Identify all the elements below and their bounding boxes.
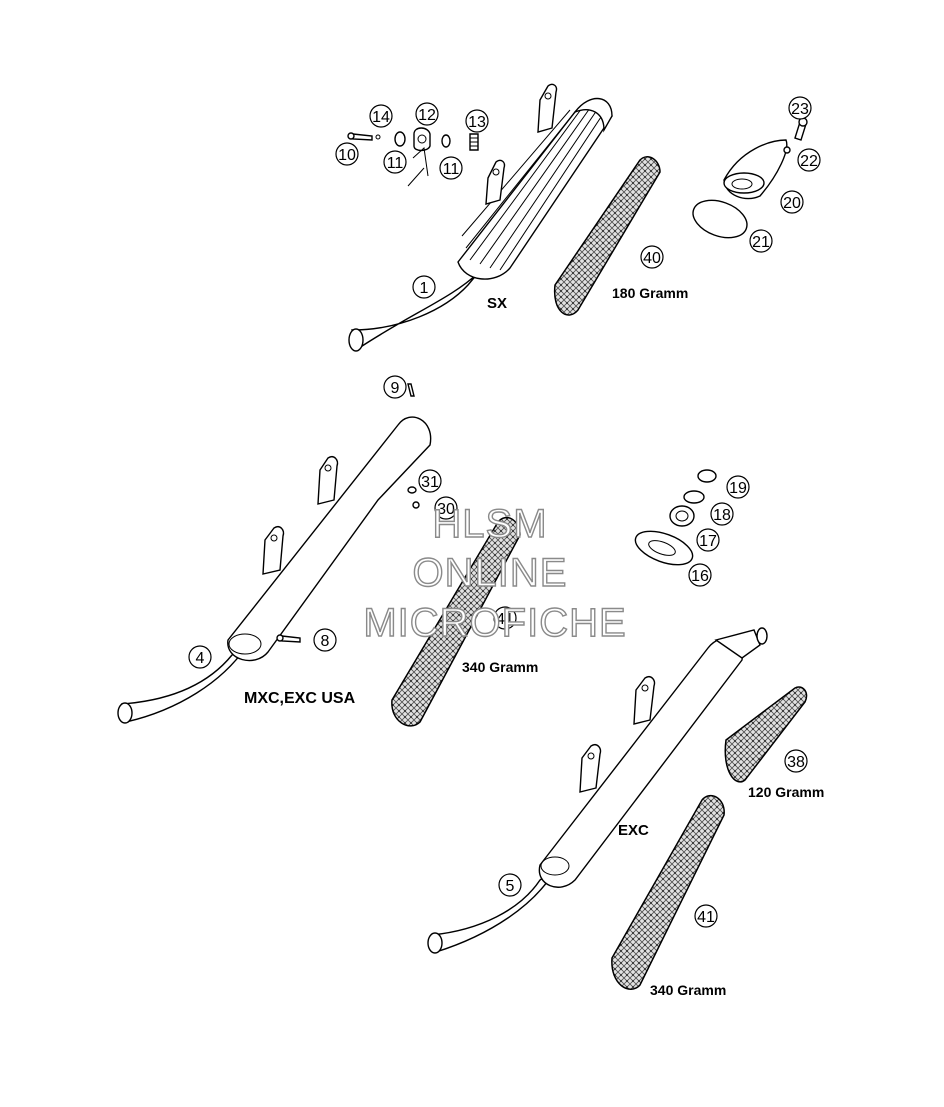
packing-41-lower bbox=[611, 794, 725, 990]
callout-number: 13 bbox=[468, 114, 486, 131]
callout-14: 14 bbox=[369, 104, 393, 128]
packing-38 bbox=[724, 686, 808, 783]
callout-12: 12 bbox=[415, 102, 439, 126]
callout-30: 30 bbox=[434, 496, 458, 520]
callout-number: 23 bbox=[791, 101, 809, 118]
callout-number: 31 bbox=[421, 474, 439, 491]
callout-9: 9 bbox=[383, 375, 407, 399]
callout-4: 4 bbox=[188, 645, 212, 669]
callout-number: 40 bbox=[643, 250, 661, 267]
callout-number: 16 bbox=[691, 568, 709, 585]
callout-10: 10 bbox=[335, 142, 359, 166]
weight-label-41-upper: 340 Gramm bbox=[462, 659, 538, 675]
callout-number: 12 bbox=[418, 107, 436, 124]
callout-number: 21 bbox=[752, 234, 770, 251]
callout-number: 11 bbox=[443, 161, 460, 178]
callout-17: 17 bbox=[696, 528, 720, 552]
callout-1: 1 bbox=[412, 275, 436, 299]
callout-19: 19 bbox=[726, 475, 750, 499]
callout-number: 18 bbox=[713, 507, 731, 524]
callout-number: 8 bbox=[321, 633, 330, 650]
callout-number: 4 bbox=[196, 650, 205, 667]
callout-number: 41 bbox=[496, 611, 514, 628]
weight-label-38: 120 Gramm bbox=[748, 784, 824, 800]
variant-label-mxc-exc-usa: MXC,EXC USA bbox=[244, 690, 356, 707]
callout-number: 5 bbox=[506, 878, 515, 895]
callout-number: 41 bbox=[697, 909, 715, 926]
callout-number: 22 bbox=[800, 153, 818, 170]
packing-40 bbox=[553, 156, 661, 316]
callout-number: 20 bbox=[783, 195, 801, 212]
svg-text:ONLINE: ONLINE bbox=[413, 551, 568, 595]
packing-41-upper bbox=[391, 516, 521, 727]
exc-end-cap-parts bbox=[634, 469, 717, 566]
weight-label-41-lower: 340 Gramm bbox=[650, 982, 726, 998]
callout-38: 38 bbox=[784, 749, 808, 773]
weight-label-40: 180 Gramm bbox=[612, 285, 688, 301]
callout-number: 30 bbox=[437, 501, 455, 518]
sx-end-cap-parts bbox=[692, 117, 808, 239]
variant-label-sx: SX bbox=[487, 295, 507, 312]
callout-8: 8 bbox=[313, 628, 337, 652]
callout-5: 5 bbox=[498, 873, 522, 897]
callout-21: 21 bbox=[749, 229, 773, 253]
callout-number: 19 bbox=[729, 480, 747, 497]
callout-number: 17 bbox=[699, 533, 717, 550]
callout-22: 22 bbox=[797, 148, 821, 172]
callout-31: 31 bbox=[418, 469, 442, 493]
variant-label-exc: EXC bbox=[618, 822, 649, 839]
callout-23: 23 bbox=[788, 96, 812, 120]
sx-muffler bbox=[348, 83, 613, 352]
callout-number: 9 bbox=[391, 380, 400, 397]
callout-number: 11 bbox=[387, 155, 404, 172]
callout-11: 11 bbox=[383, 150, 407, 174]
mxc-exc-usa-muffler bbox=[117, 383, 432, 724]
svg-text:MICROFICHE: MICROFICHE bbox=[363, 601, 626, 645]
svg-text:HLSM: HLSM bbox=[432, 502, 547, 546]
callout-number: 1 bbox=[420, 280, 429, 297]
exc-muffler bbox=[427, 627, 768, 954]
callout-41: 41 bbox=[694, 904, 718, 928]
callout-40: 40 bbox=[640, 245, 664, 269]
callout-number: 38 bbox=[787, 754, 805, 771]
callout-18: 18 bbox=[710, 502, 734, 526]
callout-20: 20 bbox=[780, 190, 804, 214]
callout-41: 41 bbox=[493, 606, 517, 630]
callout-number: 14 bbox=[372, 109, 390, 126]
watermark: HLSM ONLINE MICROFICHE bbox=[363, 501, 627, 645]
callout-16: 16 bbox=[688, 563, 712, 587]
callout-number: 10 bbox=[338, 147, 356, 164]
sx-mount-hardware bbox=[347, 127, 479, 187]
callout-11: 11 bbox=[439, 156, 463, 180]
callout-13: 13 bbox=[465, 109, 489, 133]
